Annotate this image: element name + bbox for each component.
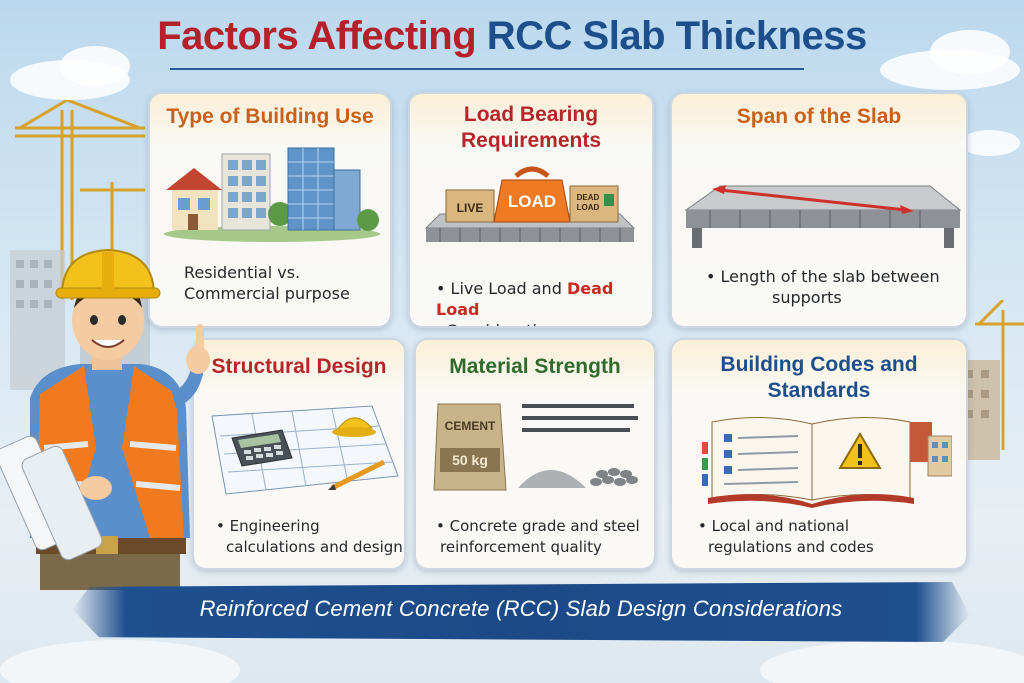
footer-banner-text: Reinforced Cement Concrete (RCC) Slab De… <box>199 596 843 621</box>
load-weights-icon: LIVE LOAD DEAD LOAD <box>424 166 636 242</box>
buildings-icon <box>164 147 380 242</box>
card-title: Load Bearing Requirements <box>460 103 602 152</box>
card-structural-design: Structural Design • Engineering calculat… <box>192 338 406 570</box>
card-load-bearing: Load Bearing Requirements LIVE LOAD DEAD… <box>408 92 654 328</box>
card-title: Span of the Slab <box>736 105 902 128</box>
dead-load-highlight: Dead Load <box>436 279 614 319</box>
svg-text:LOAD: LOAD <box>508 192 556 211</box>
card-building-codes: Building Codes and Standards • Local and… <box>670 338 968 570</box>
card-description: • Engineering calculations and design <box>216 517 403 556</box>
cloud <box>60 46 130 86</box>
card-description: • Live Load and Dead Load Considerations <box>436 279 614 326</box>
title-part-blue: RCC Slab Thickness <box>486 14 868 58</box>
card-material-strength: Material Strength CEMENT 50 kg • Concret… <box>414 338 656 570</box>
codes-book-icon <box>702 416 952 508</box>
slab-span-icon <box>684 185 962 248</box>
svg-text:LIVE: LIVE <box>457 201 484 215</box>
card-building-use: Type of Building Use Residential vs. <box>148 92 392 328</box>
cloud <box>0 640 240 683</box>
card-description: Residential vs. Commercial purpose <box>184 263 350 303</box>
card-span: Span of the Slab • Length of the slab be… <box>670 92 968 328</box>
card-title: Structural Design <box>211 355 387 378</box>
cloud <box>960 130 1020 156</box>
cloud <box>760 640 1024 683</box>
blueprint-calculator-icon <box>211 405 399 495</box>
cement-steel-aggregate-icon: CEMENT 50 kg <box>433 403 638 491</box>
card-title: Type of Building Use <box>166 105 374 128</box>
svg-text:DEAD: DEAD <box>577 193 600 202</box>
card-title: Building Codes and Standards <box>720 353 918 402</box>
engineer-character-icon <box>0 248 210 590</box>
cloud <box>930 30 1010 74</box>
card-description: • Concrete grade and steel reinforcement… <box>436 517 640 556</box>
card-title: Material Strength <box>449 355 621 378</box>
svg-text:50 kg: 50 kg <box>452 452 488 468</box>
svg-text:CEMENT: CEMENT <box>445 419 496 433</box>
title-part-red: Factors Affecting <box>157 14 477 58</box>
title-underline <box>170 68 804 70</box>
page-title: Factors Affecting RCC Slab Thickness <box>0 14 1024 59</box>
card-description: • Local and national regulations and cod… <box>698 517 874 556</box>
svg-text:LOAD: LOAD <box>577 203 600 212</box>
footer-banner <box>72 582 970 642</box>
card-description: • Length of the slab between supports <box>706 267 940 307</box>
